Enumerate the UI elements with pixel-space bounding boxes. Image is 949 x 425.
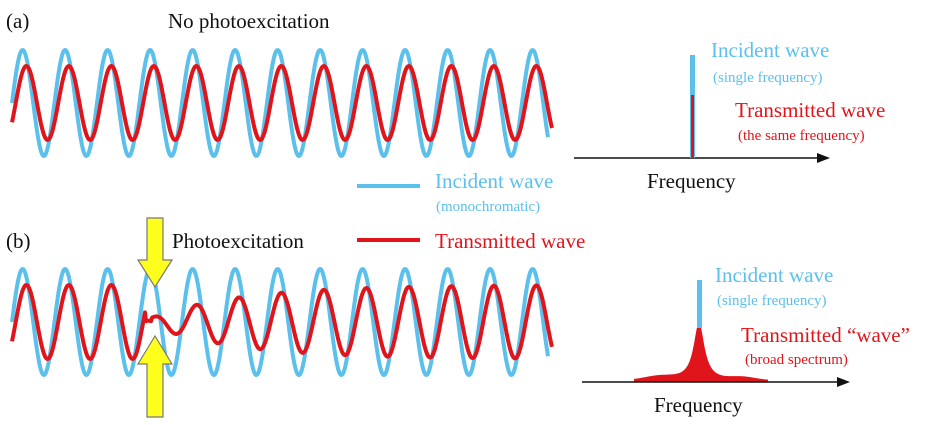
- transmitted-wave-a: [10, 64, 554, 142]
- legend-incident-sub: (monochromatic): [436, 199, 540, 215]
- spectrum-b-transmitted-label: Transmitted “wave”: [741, 323, 910, 347]
- legend-transmitted-label: Transmitted wave: [435, 229, 585, 253]
- incident-spectral-line-b: [697, 280, 702, 328]
- transmitted-broad-spectrum: [634, 322, 768, 382]
- spectrum-b-incident-sub: (single frequency): [717, 293, 827, 309]
- panel-b-label: (b): [6, 229, 31, 253]
- arrow-up-icon: [136, 334, 174, 418]
- arrow-down-icon: [136, 217, 174, 289]
- spectrum-a-incident-sub: (single frequency): [713, 70, 823, 86]
- axis-arrowhead-b: [837, 377, 850, 387]
- panel-a-label: (a): [6, 9, 29, 33]
- legend: Incident wave (monochromatic) Transmitte…: [357, 169, 585, 253]
- incident-wave-b: [10, 267, 550, 377]
- panel-b: (b) Photoexcitation Incident wave (singl…: [6, 217, 910, 418]
- panel-b-title: Photoexcitation: [172, 229, 304, 253]
- spectrum-b-axis-label: Frequency: [654, 393, 743, 417]
- incident-wave-a: [10, 48, 550, 158]
- transmitted-wave-b: [10, 283, 554, 361]
- panel-a-title: No photoexcitation: [168, 9, 330, 33]
- spectrum-b: Incident wave (single frequency) Transmi…: [582, 263, 910, 417]
- spectrum-b-transmitted-sub: (broad spectrum): [745, 352, 848, 368]
- transmitted-spectral-line-a: [691, 95, 694, 158]
- panel-a: (a) No photoexcitation Incident wave (si…: [6, 9, 885, 193]
- spectrum-b-incident-label: Incident wave: [715, 263, 833, 287]
- spectrum-a-transmitted-sub: (the same frequency): [738, 128, 865, 144]
- spectrum-a-axis-label: Frequency: [647, 169, 736, 193]
- legend-incident-label: Incident wave: [435, 169, 553, 193]
- spectrum-a-transmitted-label: Transmitted wave: [735, 98, 885, 122]
- spectrum-a-incident-label: Incident wave: [711, 38, 829, 62]
- spectrum-a: Incident wave (single frequency) Transmi…: [574, 38, 885, 193]
- axis-arrowhead-a: [817, 153, 830, 163]
